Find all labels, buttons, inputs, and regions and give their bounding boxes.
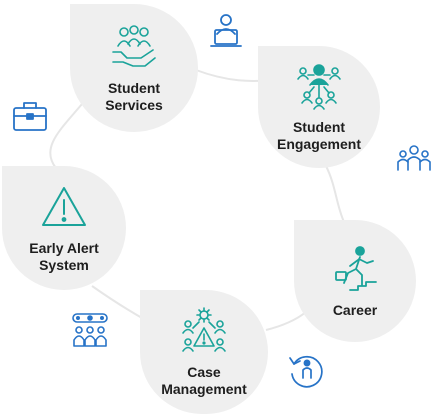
node-label-early-alert: Early Alert System	[29, 240, 99, 273]
team-meeting-icon	[70, 310, 110, 350]
node-early-alert: Early Alert System	[2, 166, 126, 290]
node-label-case-management: Case Management	[161, 364, 247, 397]
gear-people-warning-icon	[182, 307, 226, 352]
node-student-engagement: Student Engagement	[258, 46, 380, 168]
warning-triangle-icon	[42, 187, 86, 226]
node-student-services: Student Services	[70, 4, 198, 132]
laptop-user-icon	[206, 12, 246, 52]
group-people-icon	[394, 140, 434, 180]
people-in-hand-icon	[112, 25, 156, 67]
node-label-student-engagement: Student Engagement	[276, 119, 361, 152]
person-climbing-stairs-icon	[335, 245, 377, 291]
node-label-career: Career	[332, 301, 378, 318]
node-label-student-services: Student Services	[105, 80, 163, 113]
people-network-icon	[297, 64, 341, 110]
node-career: Career	[294, 220, 416, 342]
person-refresh-icon	[286, 350, 326, 390]
node-case-management: Case Management	[140, 290, 268, 414]
briefcase-icon	[10, 96, 50, 136]
